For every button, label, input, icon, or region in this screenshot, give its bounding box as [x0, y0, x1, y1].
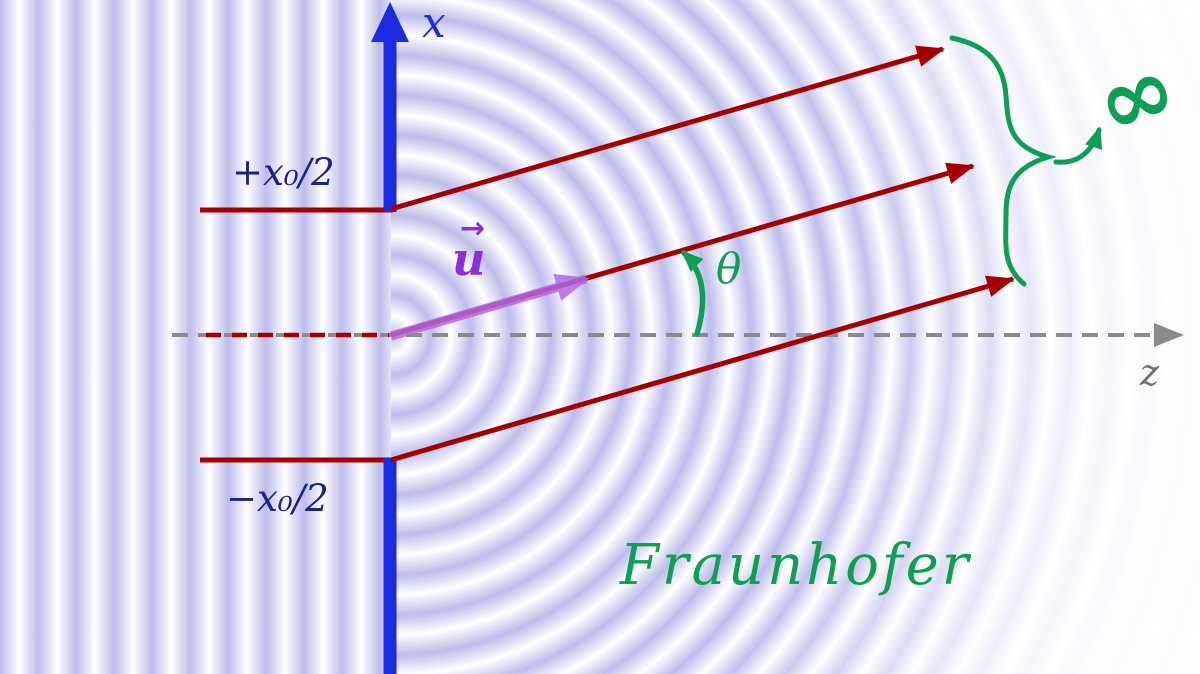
- z-axis-label: z: [1140, 353, 1159, 394]
- wave-vector-label: u →: [452, 214, 485, 283]
- x-axis-label: x: [422, 0, 446, 47]
- slit-bottom-edge-label: −x₀/2: [226, 477, 329, 520]
- brace-to-infinity-arrow: [1053, 126, 1103, 165]
- angle-theta-arc: [681, 250, 706, 337]
- angle-theta-label: θ: [716, 244, 742, 293]
- regime-caption: Fraunhofer: [620, 533, 972, 598]
- wave-vector-arrow: [389, 273, 590, 341]
- wave-vector-letter: u: [452, 232, 486, 286]
- vector-arrow-icon: →: [460, 211, 486, 246]
- diffracted-ray-top: [390, 45, 945, 212]
- far-field-brace: [949, 35, 1057, 287]
- diffracted-ray-bottom: [390, 275, 1015, 463]
- slit-top-edge-label: +x₀/2: [232, 151, 335, 194]
- x-axis-arrowhead: [371, 2, 409, 42]
- incident-plane-waves: [0, 0, 391, 674]
